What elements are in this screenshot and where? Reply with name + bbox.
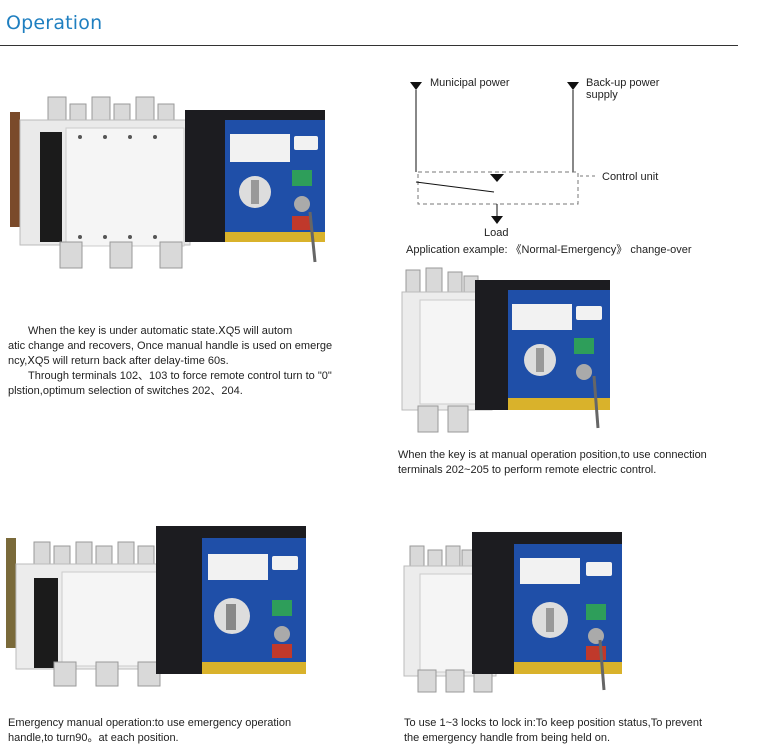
control-unit-label: Control unit bbox=[602, 171, 658, 183]
auto-text-line4: Through terminals 102、103 to force remot… bbox=[28, 370, 332, 382]
change-over-diagram: Municipal power Back-up power supply Con… bbox=[404, 70, 724, 245]
product-image-manual bbox=[400, 266, 615, 436]
emergency-text-line2: handle,to turn90。at each position. bbox=[8, 732, 179, 744]
product-image-emergency bbox=[4, 524, 314, 689]
municipal-power-label: Municipal power bbox=[430, 77, 510, 89]
emergency-text-line1: Emergency manual operation:to use emerge… bbox=[8, 717, 292, 729]
title-divider bbox=[0, 45, 738, 46]
backup-power-label-line2: supply bbox=[586, 89, 618, 101]
product-image-locks bbox=[400, 530, 625, 695]
backup-power-label-line1: Back-up power bbox=[586, 77, 660, 89]
page-title: Operation bbox=[6, 12, 103, 34]
auto-text-line1: When the key is under automatic state.ⅩQ… bbox=[28, 325, 293, 337]
auto-text-line5: plstion,optimum selection of switches 20… bbox=[8, 385, 243, 397]
manual-text-line2: terminals 202~205 to perform remote elec… bbox=[398, 464, 657, 476]
auto-text-line3: ncy,ⅩQ5 will return back after delay-tim… bbox=[8, 355, 229, 367]
auto-text-line2: atic change and recovers, Once manual ha… bbox=[8, 340, 333, 352]
product-image-auto bbox=[10, 92, 335, 272]
diagram-caption: Application example: 《Normal-Emergency》 … bbox=[406, 244, 692, 256]
locks-text-line2: the emergency handle from being held on. bbox=[404, 732, 611, 744]
locks-text-line1: To use 1~3 locks to lock in:To keep posi… bbox=[404, 717, 703, 729]
load-label: Load bbox=[484, 227, 508, 239]
manual-text-line1: When the key is at manual operation posi… bbox=[398, 449, 707, 461]
